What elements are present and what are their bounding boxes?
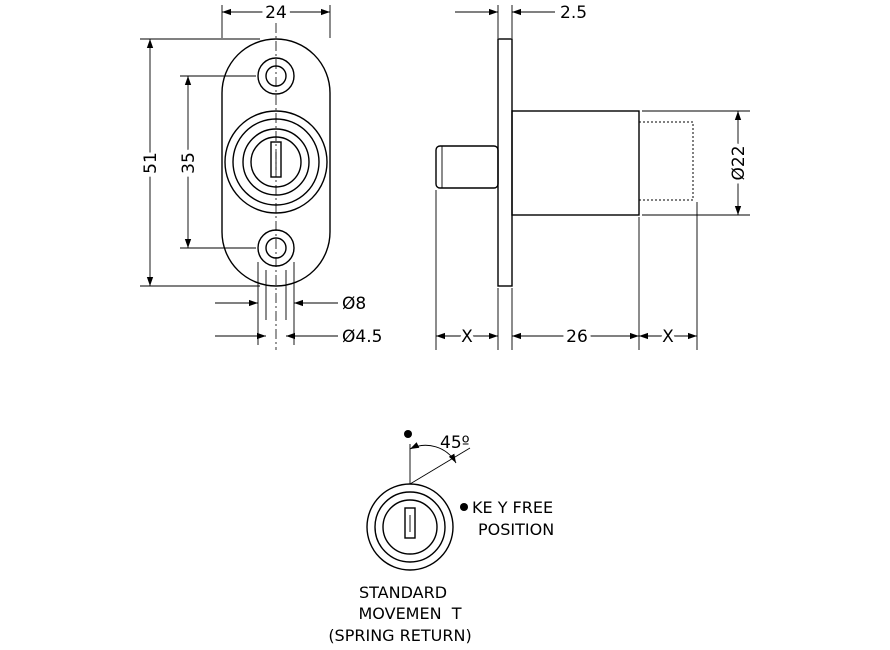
caption-line2: MOVEMEN T xyxy=(359,604,462,623)
dim-label-2-5: 2.5 xyxy=(560,3,587,23)
start-position-dot xyxy=(404,430,412,438)
key-free-label-line1: KE Y FREE xyxy=(472,498,553,517)
rotation-arc xyxy=(409,442,457,464)
dim-label-x-left: X xyxy=(461,327,473,347)
flange-outline xyxy=(221,38,331,287)
side-view: 2.5 Ø22 X 26 X xyxy=(435,3,753,351)
dim-label-x-right: X xyxy=(662,327,674,347)
side-cylinder xyxy=(511,110,640,216)
dim-label-hole-4-5: Ø4.5 xyxy=(342,327,382,347)
top-mounting-hole xyxy=(257,57,295,95)
rotation-key-slot xyxy=(404,507,416,539)
key-free-dot xyxy=(460,503,468,511)
dim-label-26: 26 xyxy=(566,327,588,347)
plunger-travel-outline xyxy=(639,121,694,201)
caption-line3: (SPRING RETURN) xyxy=(328,626,471,645)
rotation-inner-ring xyxy=(382,499,438,555)
dim-label-35: 35 xyxy=(179,152,199,174)
caption-line1: STANDARD xyxy=(359,583,447,602)
key-rotation-diagram: 45º KE Y FREE POSITION STANDARD MOVEMEN … xyxy=(328,430,554,645)
key-free-label-line2: POSITION xyxy=(478,520,554,539)
dim-label-22: Ø22 xyxy=(729,145,749,180)
rotation-angle-label: 45º xyxy=(440,433,470,453)
side-flange xyxy=(497,38,513,287)
rotation-mid-ring xyxy=(374,491,446,563)
dim-label-24: 24 xyxy=(265,3,287,23)
dim-label-hole-8: Ø8 xyxy=(342,294,366,314)
side-key-pin xyxy=(435,145,499,189)
dim-label-51: 51 xyxy=(141,152,161,174)
front-view: 24 51 35 Ø8 Ø4.5 xyxy=(137,0,382,350)
